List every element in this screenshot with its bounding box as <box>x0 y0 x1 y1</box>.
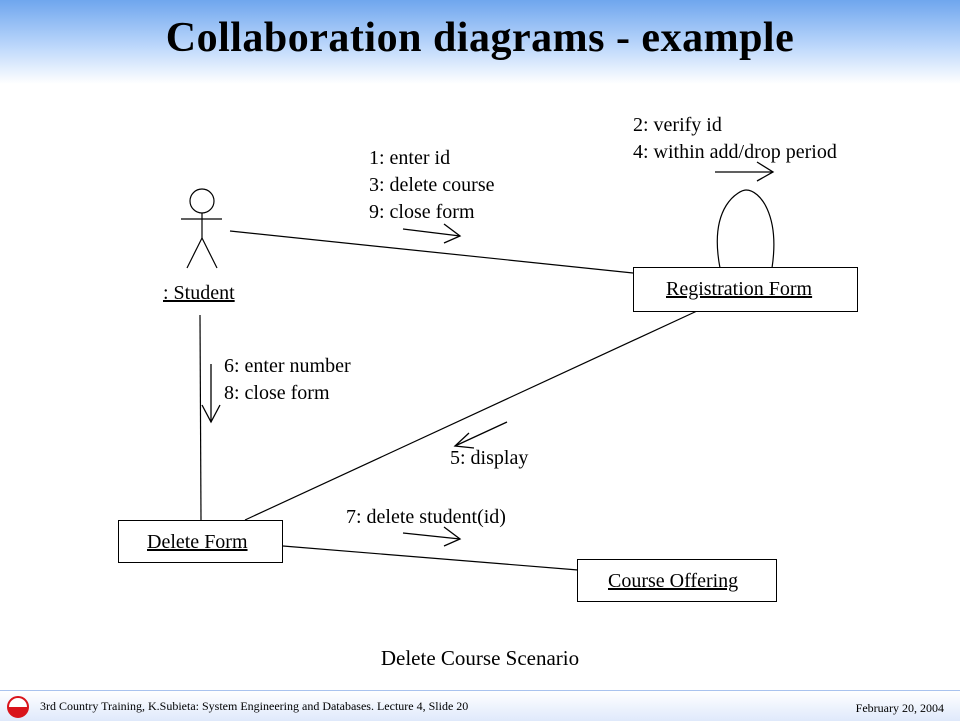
course-offering-box: Course Offering <box>577 559 777 602</box>
actor-figure <box>181 188 222 269</box>
slide-header <box>0 0 960 84</box>
course-offering-label: Course Offering <box>608 570 739 592</box>
msg-group-student-delete: 6: enter number 8: close form <box>224 353 351 407</box>
message-label: 9: close form <box>369 201 475 223</box>
msg-group-delete-course: 7: delete student(id) <box>346 504 506 531</box>
footer-date: February 20, 2004 <box>855 701 944 715</box>
message-label: 1: enter id <box>369 147 451 169</box>
message-label: 8: close form <box>224 382 330 404</box>
link-registration-delete <box>244 310 698 521</box>
delete-form-box: Delete Form <box>118 520 283 563</box>
arrow-msg-1-3-9 <box>402 223 462 244</box>
msg-group-registration-delete: 5: display <box>450 445 528 472</box>
message-label: 6: enter number <box>224 355 351 377</box>
self-loop <box>716 189 775 269</box>
slide-footer: 3rd Country Training, K.Subieta: System … <box>0 690 960 721</box>
actor-label: : Student <box>163 282 235 304</box>
message-label: 7: delete student(id) <box>346 506 506 528</box>
arrow-msg-2-4 <box>715 161 775 182</box>
delete-form-label: Delete Form <box>147 531 248 553</box>
message-label: 3: delete course <box>369 174 495 196</box>
message-label: 2: verify id <box>633 114 722 136</box>
registration-form-label: Registration Form <box>666 278 813 300</box>
arrow-msg-7 <box>402 526 462 547</box>
footer-credit: 3rd Country Training, K.Subieta: System … <box>40 699 469 713</box>
link-student-registration <box>229 230 634 274</box>
diagram-caption: Delete Course Scenario <box>380 646 580 670</box>
link-student-delete <box>199 314 202 521</box>
registration-form-box: Registration Form <box>633 267 858 312</box>
university-logo-icon <box>7 696 29 718</box>
slide-title: Collaboration diagrams - example <box>165 15 795 61</box>
link-delete-course <box>282 545 579 571</box>
msg-group-student-registration: 1: enter id 3: delete course 9: close fo… <box>369 145 495 226</box>
message-label: 4: within add/drop period <box>633 141 837 163</box>
arrow-msg-5 <box>453 421 508 449</box>
arrow-msg-6-8 <box>201 364 221 424</box>
message-label: 5: display <box>450 447 529 469</box>
msg-group-self-loop: 2: verify id 4: within add/drop period <box>633 112 837 166</box>
